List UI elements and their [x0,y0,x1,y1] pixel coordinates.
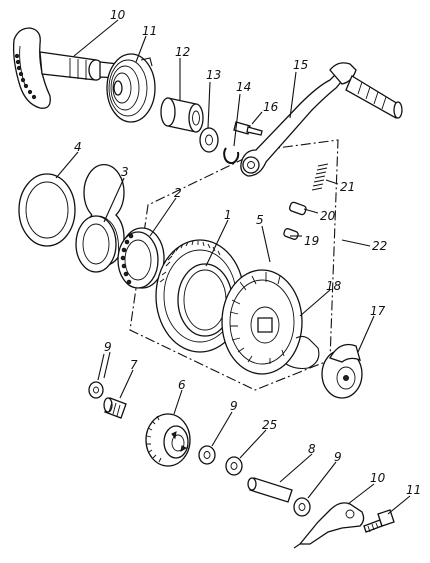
callout-3: 3 [121,165,129,179]
part-11-bolt [363,509,395,533]
part-19-cam [321,343,363,399]
part-25-washer [225,456,243,476]
callout-8: 8 [308,442,316,456]
leader-lines [55,19,411,515]
part-2-needle-bearing [117,227,165,289]
callout-labels: 10 11 12 13 14 15 16 4 3 2 1 5 21 20 19 … [74,8,421,497]
callout-5: 5 [256,213,264,227]
callout-18: 16 [263,100,279,114]
callout-14: 12 [175,45,190,59]
part-10-stopper-plate [293,502,365,549]
callout-21: 19 [304,234,319,248]
part-15-washer [199,127,219,153]
part-4-ring [18,173,76,247]
callout-9-upper-left: 9 [104,340,112,354]
part-13-kick-spring [106,53,156,123]
callout-12: 10 [110,8,126,22]
assembly-boundary-24 [129,139,339,391]
callout-17: 15 [293,58,308,72]
callout-9-lower-right: 9 [334,450,342,464]
callout-23: 21 [340,180,355,194]
callout-22: 20 [320,209,336,223]
part-21-pin [283,228,299,240]
callout-4: 4 [74,140,82,154]
callout-19: 17 [370,304,386,318]
callout-16: 14 [236,80,251,94]
part-7-pin [103,397,127,419]
part-18-bolt [233,121,263,136]
callout-15: 13 [206,68,221,82]
part-9-washer-b [198,445,216,465]
callout-10: 10 [370,471,386,485]
part-5-ratchet-plate [221,269,303,375]
part-9-washer-a [88,381,104,399]
callout-25: 25 [262,418,277,432]
callout-1: 1 [224,208,232,222]
part-12-kick-shaft [12,27,119,109]
part-16-circlip [223,147,240,164]
part-23-spring [311,163,329,191]
callout-6: 6 [178,378,186,392]
callout-11: 11 [406,483,421,497]
part-14-collar [160,97,204,133]
part-22-roller [288,201,307,216]
callout-9-middle: 9 [230,399,238,413]
part-3-ring [75,163,125,273]
part-20-wire-spring [285,335,320,370]
part-9-washer-c [293,497,311,517]
callout-20: 18 [326,279,342,293]
callout-2: 2 [174,186,182,200]
part-6-idle-gear [145,413,191,467]
callout-24: 22 [372,239,387,253]
callout-13: 11 [142,24,157,38]
part-17-kick-lever [240,62,403,177]
part-8-shaft [247,477,293,503]
callout-7: 7 [130,358,138,372]
